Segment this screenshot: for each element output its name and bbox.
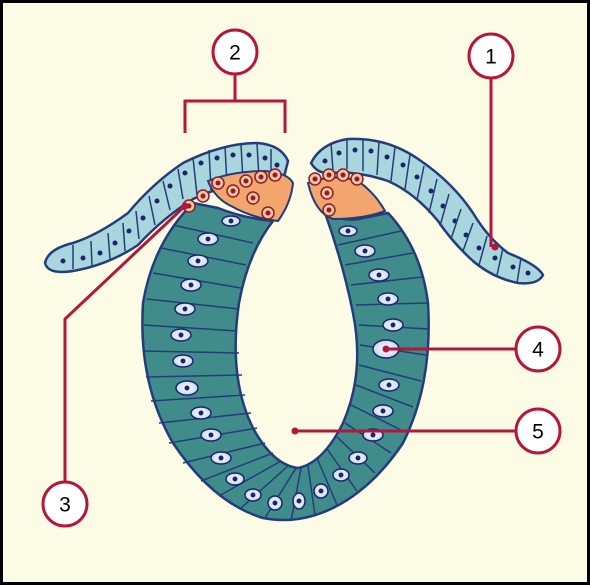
callout-2-label: 2: [229, 42, 241, 65]
callout-3-label: 3: [59, 494, 71, 517]
callout-5-label: 5: [532, 421, 544, 444]
leader-4-dot: [383, 346, 390, 353]
leader-1-dot: [492, 244, 499, 251]
callout-4-label: 4: [532, 339, 544, 362]
leader-3-dot: [182, 203, 189, 210]
callout-5: 5: [516, 409, 560, 453]
callout-1-label: 1: [485, 46, 497, 69]
leader-5-dot: [292, 428, 299, 435]
callout-1: 1: [469, 34, 513, 78]
leader-lines: [65, 75, 515, 481]
bracket-2: [185, 101, 285, 133]
neural-tube-diagram: 1 2 3 4 5: [3, 3, 587, 582]
callout-2: 2: [213, 30, 257, 74]
callout-4: 4: [516, 327, 560, 371]
callout-3: 3: [43, 482, 87, 526]
